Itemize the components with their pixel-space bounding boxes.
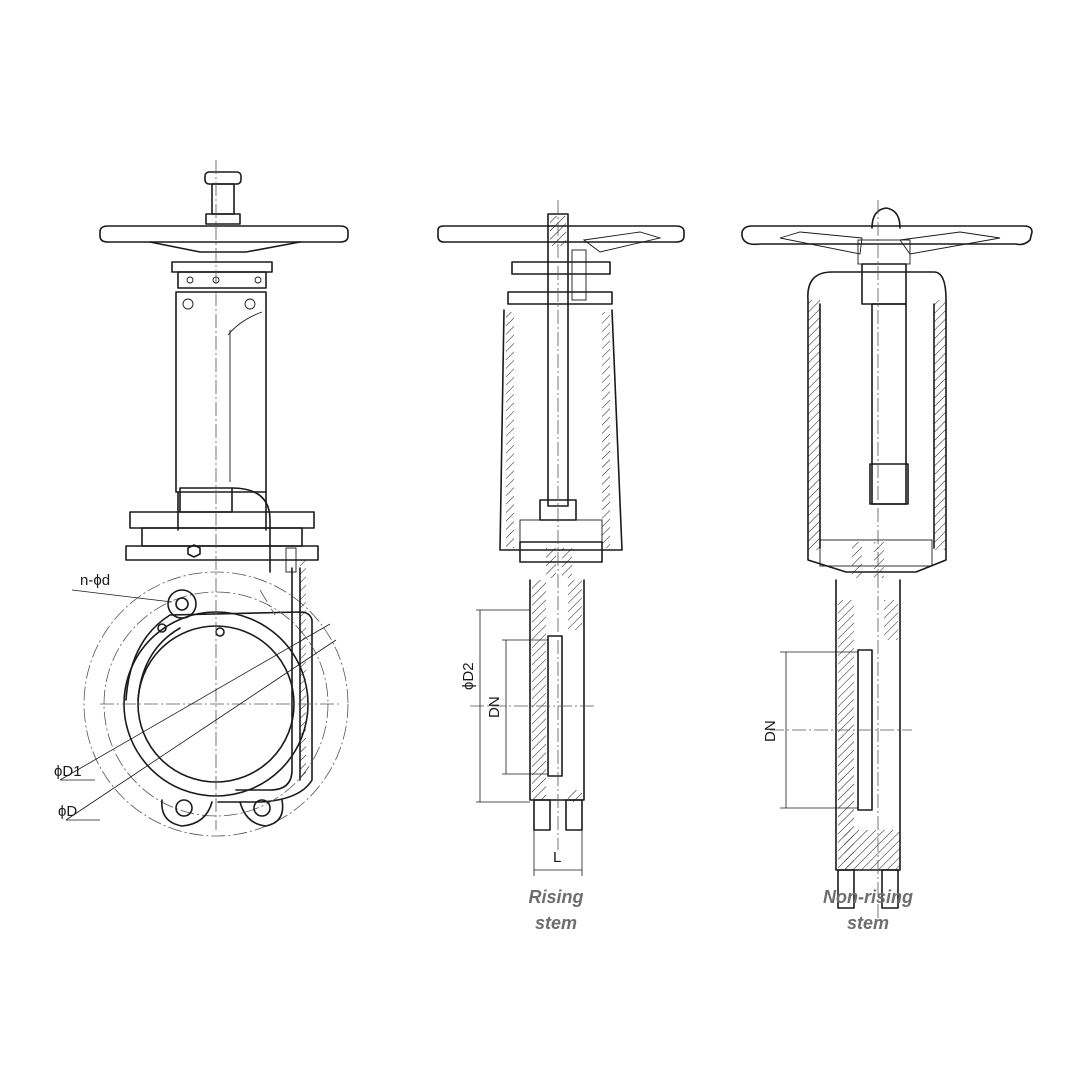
handwheel <box>99 225 349 243</box>
rising-stem-caption-line1: Rising <box>528 887 584 907</box>
dn-rising-dimension-label: DN <box>486 696 503 718</box>
yoke <box>175 291 267 493</box>
d2-dimension-label: ϕD2 <box>460 662 477 690</box>
rising-stem-caption-line2: stem <box>534 913 578 933</box>
holes-dimension-label: n-ϕd <box>80 572 110 589</box>
non-rising-stem-caption: Non-rising stem <box>798 884 938 936</box>
d-dimension-label: ϕD <box>58 803 77 820</box>
non-rising-stem-section <box>741 200 1033 920</box>
non-rising-stem-caption-line1: Non-rising <box>823 887 913 907</box>
valve-body <box>125 611 313 803</box>
non-rising-stem-caption-line2: stem <box>846 913 890 933</box>
d1-dimension-label: ϕD1 <box>54 763 82 780</box>
rising-stem-caption: Rising stem <box>496 884 616 936</box>
dn-nonrising-dimension-label: DN <box>762 720 779 742</box>
front-view <box>59 160 349 837</box>
length-dimension-label: L <box>553 849 561 866</box>
rising-stem-section <box>437 200 685 876</box>
